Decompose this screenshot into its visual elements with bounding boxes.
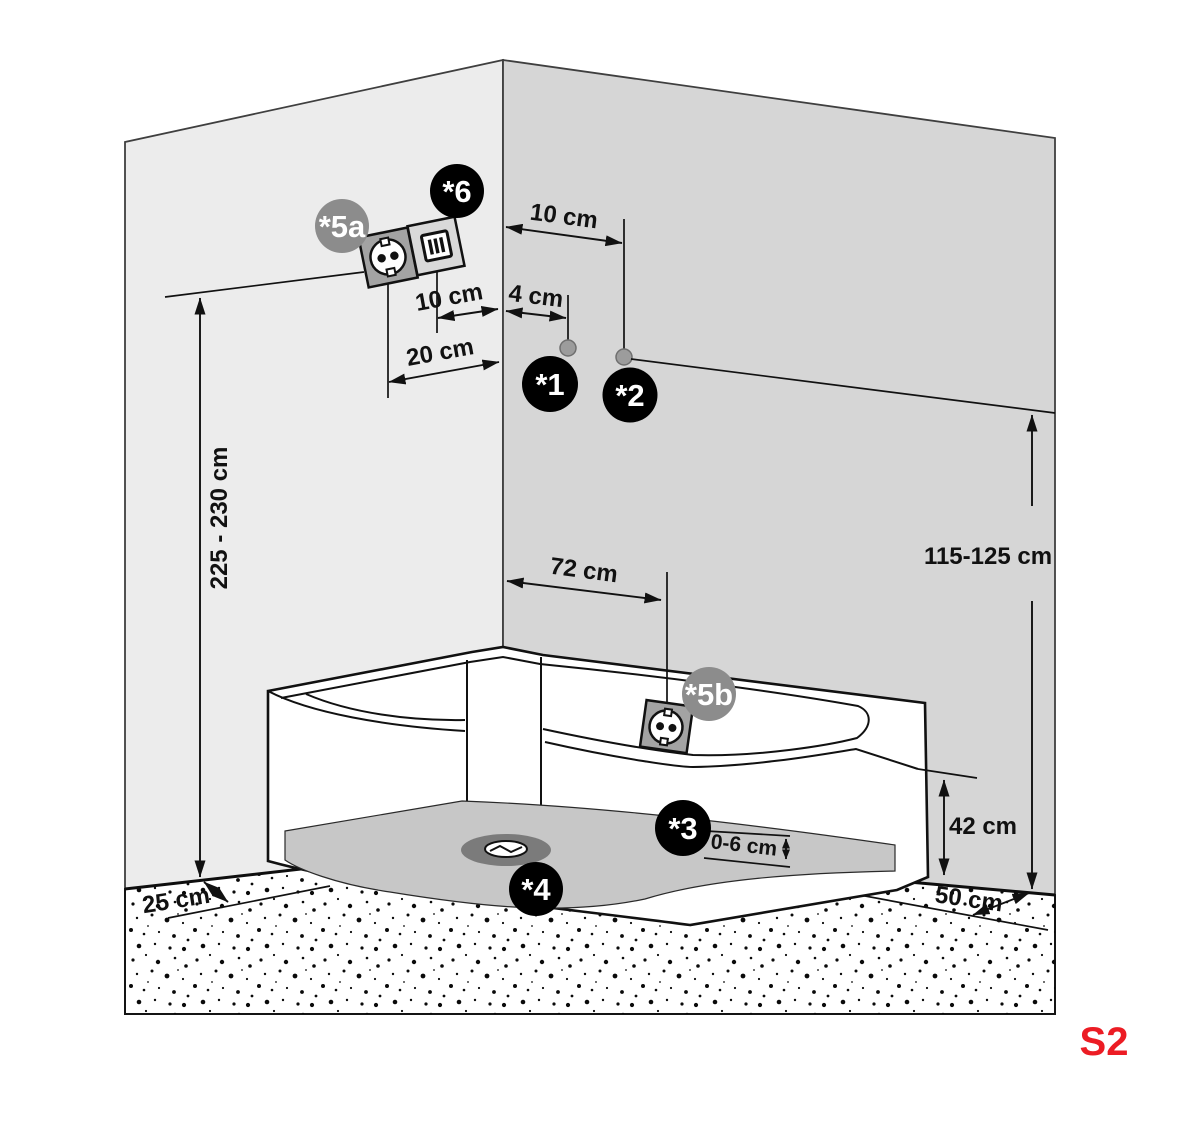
- badge-5a: *5a: [315, 199, 369, 253]
- tub-corner-panel-edges: [466, 657, 542, 824]
- dim-label-225-230cm: 225 - 230 cm: [206, 447, 233, 590]
- badge-4-label: *4: [521, 872, 551, 907]
- dim-switch-to-corner: [437, 306, 499, 321]
- dim-label-4cm: 4 cm: [507, 280, 565, 313]
- badge-5a-label: *5a: [319, 209, 366, 244]
- dim-socket-to-corner: [388, 359, 500, 385]
- dim-corner-to-point1: [505, 307, 567, 322]
- tub-bowl-edge-left: [305, 693, 466, 722]
- badge-6-label: *6: [442, 174, 471, 209]
- badge-2-label: *2: [615, 378, 644, 413]
- floor-clearance-line-left: [167, 885, 331, 919]
- bathtub: [266, 645, 978, 927]
- marker-badges: *5a *6 *1 *2 *5b *3 *4: [315, 164, 736, 916]
- badge-3-label: *3: [668, 811, 697, 846]
- tub-rim-front-right: [544, 741, 919, 770]
- badge-3: *3: [655, 800, 711, 856]
- drain-icon: [461, 834, 551, 866]
- badge-6: *6: [430, 164, 484, 218]
- dim-floor-right: [972, 892, 1030, 916]
- sheet-code: S2: [1080, 1020, 1129, 1064]
- badge-1-label: *1: [535, 367, 564, 402]
- badge-4: *4: [509, 862, 563, 916]
- connection-height-reference-line: [630, 358, 1056, 414]
- dim-label-115-125cm: 115-125 cm: [924, 543, 1052, 570]
- rim-height-reference-line: [917, 768, 978, 779]
- dim-floor-left: [203, 881, 229, 903]
- outlet-height-reference-line: [164, 271, 365, 298]
- power-outlet-5b-icon: [638, 698, 695, 755]
- point1-marker-dot: [559, 339, 577, 357]
- vent-grille-switch-6-icon: [406, 215, 466, 277]
- badge-2: *2: [602, 367, 658, 423]
- dim-corner-to-connection: [506, 577, 662, 604]
- point2-marker-dot: [615, 348, 633, 366]
- dimension-lines: [164, 219, 1056, 916]
- dim-label-42cm: 42 cm: [949, 813, 1017, 840]
- badge-5b: *5b: [682, 667, 736, 721]
- badge-5b-label: *5b: [685, 677, 733, 712]
- base-adjust-bracket-lines: [703, 830, 791, 868]
- badge-1: *1: [522, 356, 578, 412]
- dim-corner-to-point2: [505, 223, 623, 247]
- power-outlet-5a-icon: [357, 226, 420, 289]
- tub-rim-front-left: [267, 690, 466, 732]
